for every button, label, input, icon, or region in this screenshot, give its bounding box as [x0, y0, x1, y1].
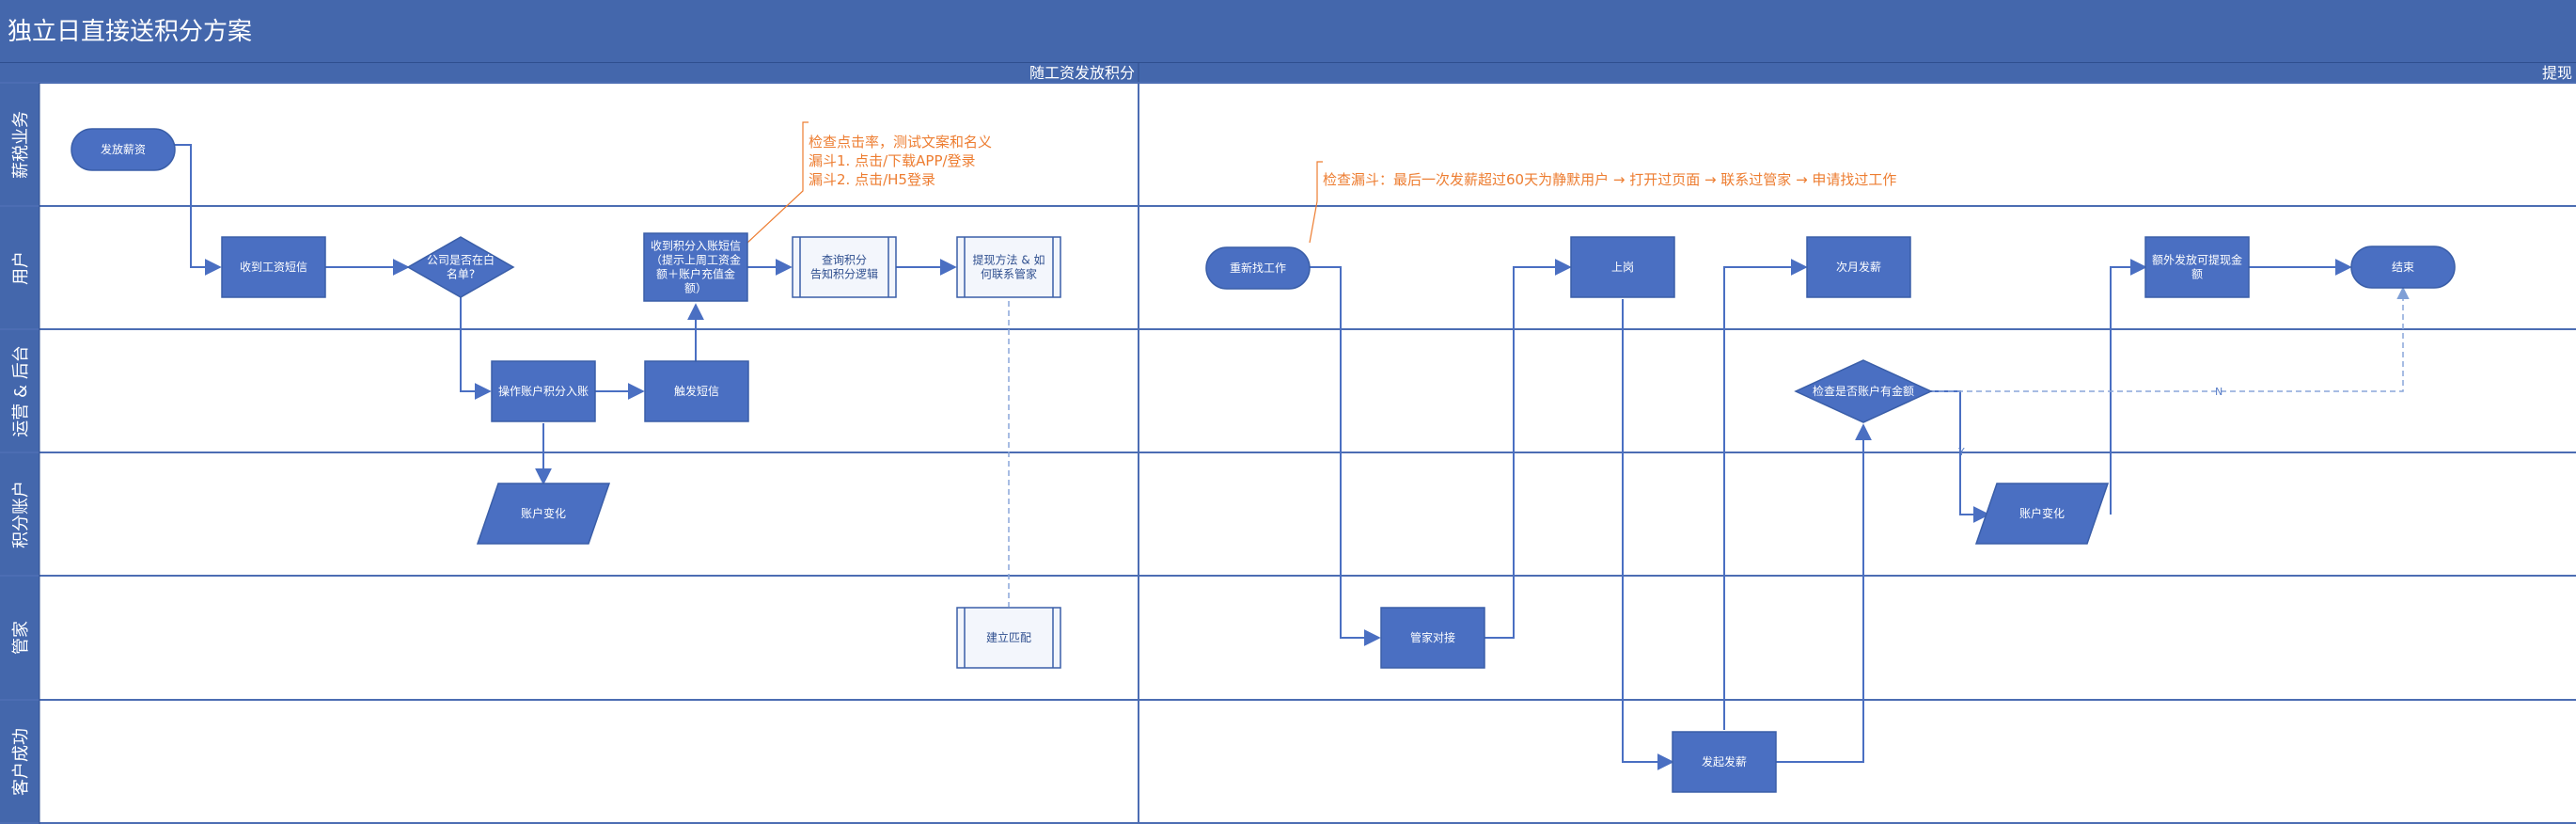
node-next-month-pay-label: 次月发薪: [1836, 260, 1881, 274]
node-build-match-shape: [956, 607, 1061, 669]
lane-label-steward: 管家: [11, 621, 31, 655]
node-operate-points-label: 操作账户积分入账: [498, 384, 589, 398]
node-next-month-pay: 次月发薪: [1806, 236, 1911, 298]
node-start-payroll-shape: [1672, 731, 1777, 793]
node-rejob-shape: [1205, 246, 1311, 290]
phase-label-payroll: 随工资发放积分: [1029, 64, 1135, 82]
node-onboard-shape: [1570, 236, 1675, 298]
dashed-connectors: [1008, 286, 2410, 607]
node-receive-sms-label: 收到工资短信: [240, 261, 307, 274]
node-operate-points-shape: [491, 360, 596, 422]
node-operate-points: 操作账户积分入账: [491, 360, 596, 422]
node-next-month-pay-shape: [1806, 236, 1911, 298]
node-account-change-2-label: 账户变化: [2019, 506, 2065, 520]
node-account-change-1-shape: [476, 483, 611, 545]
node-extra-withdrawable-shape: [2144, 236, 2250, 298]
note-brackets: [746, 121, 1323, 244]
lane-label-business: 薪税业务: [11, 111, 31, 179]
note-funnel: 检查漏斗：最后一次发薪超过60天为静默用户 → 打开过页面 → 联系过管家 → …: [1323, 171, 1896, 188]
node-trigger-sms-shape: [644, 360, 749, 422]
phase-header-bar: [0, 62, 2576, 83]
node-whitelist-check-shape: [406, 236, 515, 298]
note-line-3: 漏斗2. 点击/H5登录: [809, 171, 935, 188]
node-receive-sms: 收到工资短信: [221, 236, 326, 298]
lane-label-user: 用户: [11, 251, 31, 285]
node-account-change-1-label: 账户变化: [521, 506, 566, 520]
node-query-points-shape: [792, 236, 897, 298]
node-withdraw-method-shape: [956, 236, 1061, 298]
node-rejob-label: 重新找工作: [1230, 261, 1286, 275]
node-extra-withdrawable-label: 额外发放可提现金额: [2152, 253, 2242, 281]
node-end-shape: [2350, 246, 2456, 289]
node-steward-dock-shape: [1380, 607, 1485, 669]
node-pay-salary-label: 发放薪资: [101, 142, 146, 156]
node-extra-withdrawable: 额外发放可提现金额: [2144, 236, 2250, 298]
lane-label-ops: 运营 & 后台: [11, 345, 31, 436]
node-trigger-sms: 触发短信: [644, 360, 749, 422]
node-onboard: 上岗: [1570, 236, 1675, 298]
node-check-balance-shape: [1794, 359, 1933, 423]
node-pay-salary: 发放薪资: [71, 128, 176, 171]
lane-label-cs: 客户成功: [11, 728, 31, 796]
node-build-match-label: 建立匹配: [986, 630, 1031, 644]
node-trigger-sms-label: 触发短信: [674, 384, 719, 398]
node-receive-points-sms-shape: [643, 232, 748, 302]
node-start-payroll: 发起发薪: [1672, 731, 1777, 793]
node-end: 结束: [2350, 246, 2456, 289]
node-onboard-label: 上岗: [1611, 261, 1634, 274]
node-receive-sms-shape: [221, 236, 326, 298]
node-steward-dock: 管家对接: [1380, 607, 1485, 669]
node-rejob: 重新找工作: [1205, 246, 1311, 290]
lane-separators: [0, 82, 2576, 824]
title-bar: [0, 0, 2576, 62]
node-steward-dock-label: 管家对接: [1410, 630, 1455, 644]
node-check-balance: 检查是否账户有金额: [1794, 359, 1933, 423]
note-line-1: 检查点击率，测试文案和名义: [809, 134, 992, 151]
node-start-payroll-label: 发起发薪: [1702, 754, 1747, 769]
node-query-points-label: 查询积分告知积分逻辑: [810, 254, 878, 281]
edge-label-no: N: [2215, 386, 2223, 398]
node-withdraw-method: 提现方法 & 如何联系管家: [956, 236, 1061, 298]
node-query-points: 查询积分告知积分逻辑: [792, 236, 897, 298]
lane-label-points: 积分账户: [11, 481, 31, 548]
node-receive-points-sms-label: 收到积分入账短信（提示上周工资金额＋账户充值金额）: [651, 240, 741, 295]
connectors: [175, 144, 2352, 770]
note-line-2: 漏斗1. 点击/下载APP/登录: [809, 152, 976, 169]
note-funnel-line: 检查漏斗：最后一次发薪超过60天为静默用户 → 打开过页面 → 联系过管家 → …: [1323, 171, 1896, 188]
node-receive-points-sms: 收到积分入账短信（提示上周工资金额＋账户充值金额）: [643, 232, 748, 302]
node-pay-salary-shape: [71, 128, 176, 171]
node-account-change-2-shape: [1974, 483, 2110, 545]
node-check-balance-label: 检查是否账户有金额: [1813, 384, 1914, 398]
node-whitelist-check: 公司是否在白名单?: [406, 236, 515, 298]
phase-label-withdraw: 提现: [2542, 64, 2572, 82]
node-build-match: 建立匹配: [956, 607, 1061, 669]
node-whitelist-check-label: 公司是否在白名单?: [427, 253, 495, 281]
node-end-label: 结束: [2392, 261, 2414, 274]
edge-label-yes: Y: [1957, 446, 1965, 458]
page-title: 独立日直接送积分方案: [8, 18, 252, 46]
node-account-change-2: 账户变化: [1974, 483, 2110, 545]
node-withdraw-method-label: 提现方法 & 如何联系管家: [973, 253, 1045, 281]
node-account-change-1: 账户变化: [476, 483, 611, 545]
note-click-rate: 检查点击率，测试文案和名义 漏斗1. 点击/下载APP/登录 漏斗2. 点击/H…: [809, 134, 997, 188]
